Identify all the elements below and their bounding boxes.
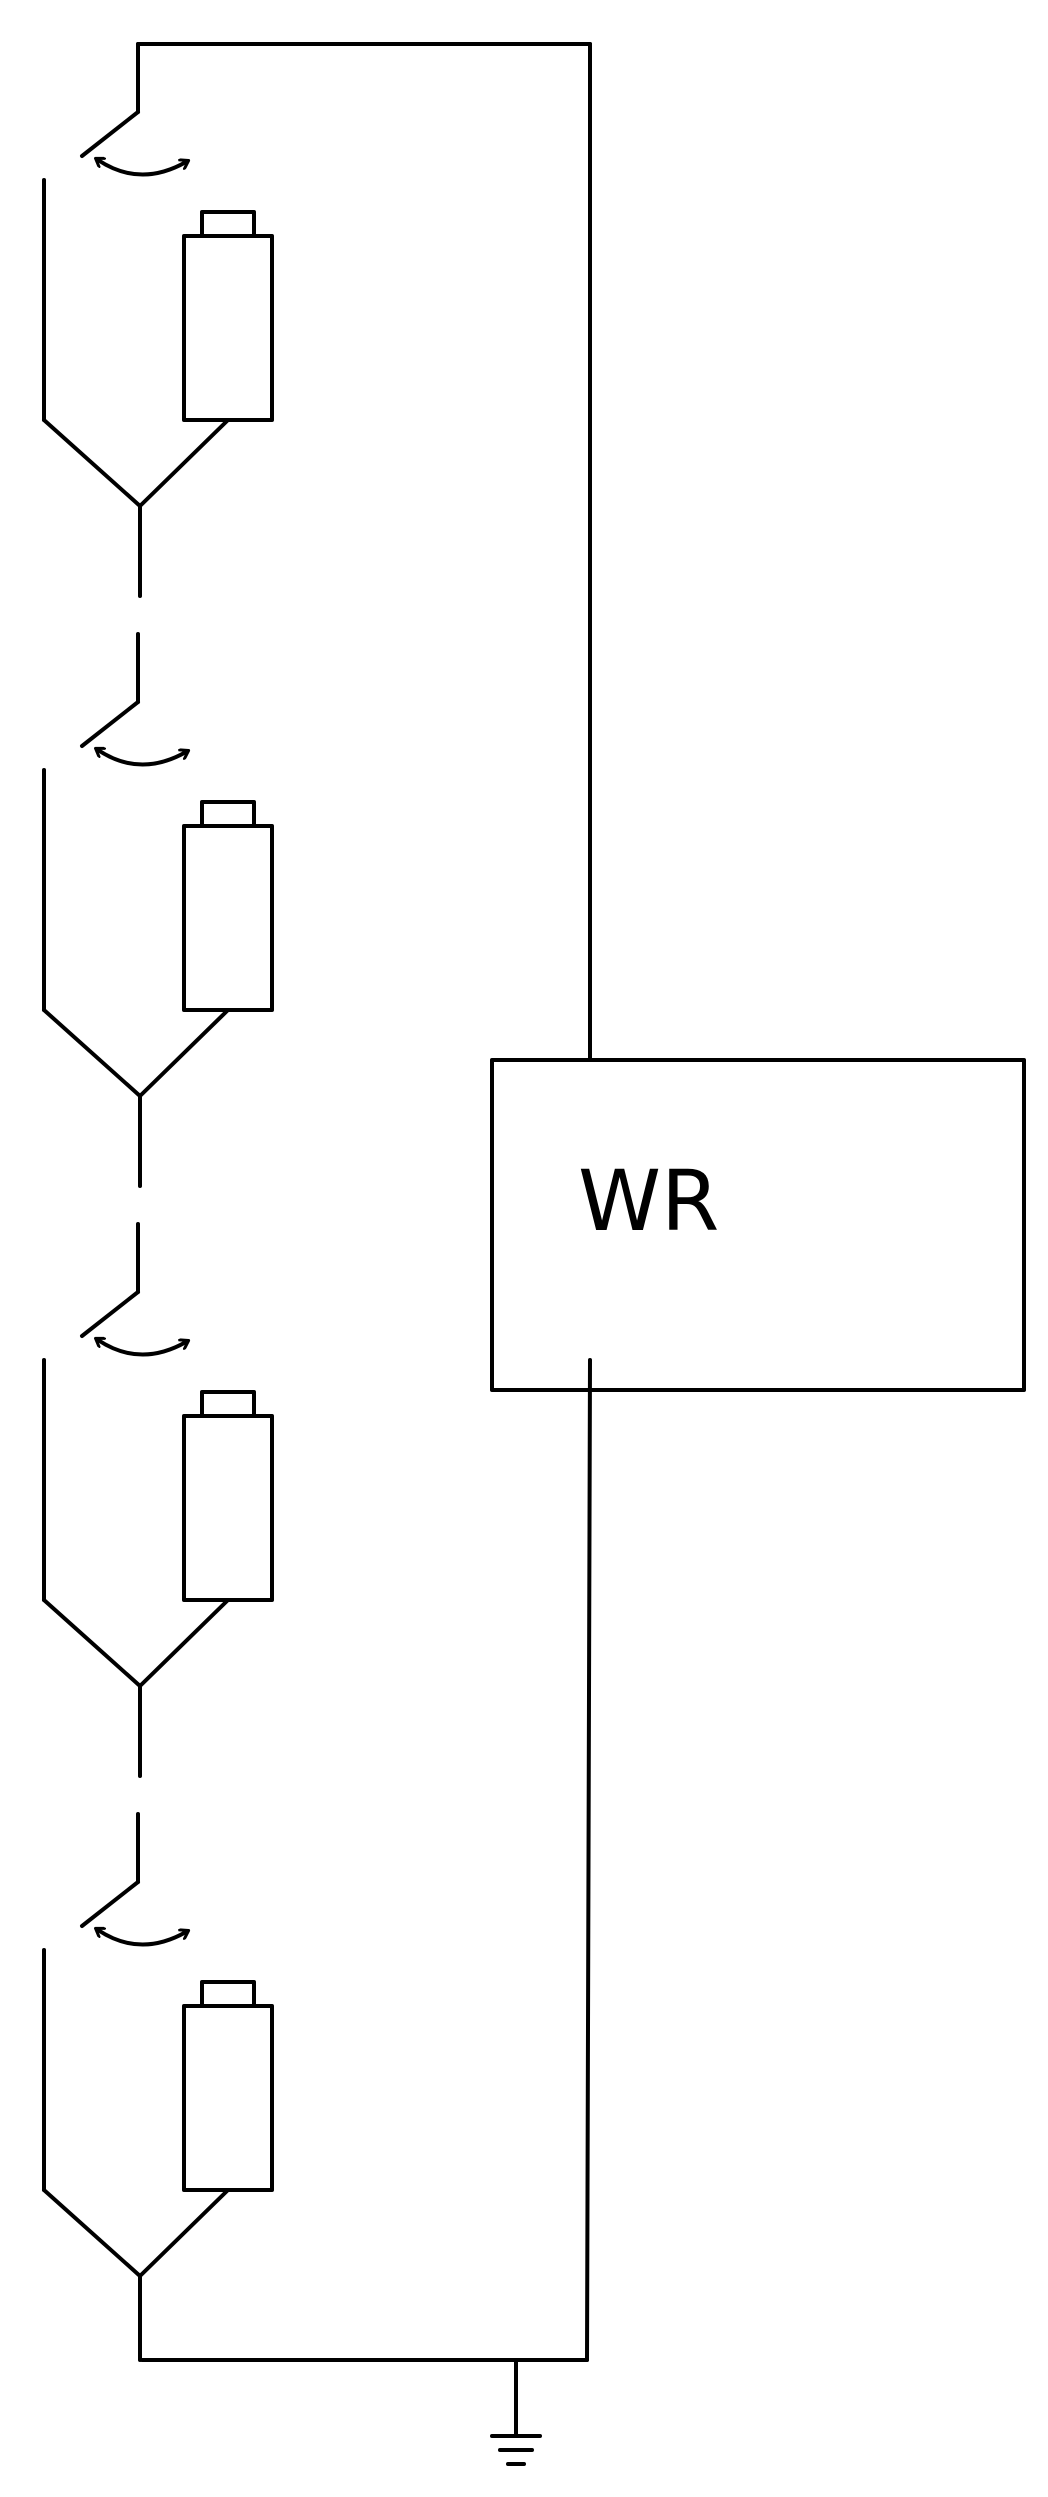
battery-cap: [200, 800, 256, 828]
battery-body: [182, 2004, 274, 2192]
switch-arc-icon: [98, 1930, 186, 1947]
switch-lever: [80, 700, 140, 748]
right-wire-lower: [585, 1358, 592, 2362]
switch-lever: [80, 1880, 140, 1928]
module-right-diag: [138, 2188, 230, 2278]
module-left-diag: [42, 1008, 142, 1098]
pv-module: [42, 632, 274, 1188]
switch-arc-icon: [98, 160, 186, 177]
battery-cap: [200, 1390, 256, 1418]
inverter-label: WR: [578, 1152, 719, 1250]
module-right-diag: [138, 418, 230, 508]
module-right-diag: [138, 1598, 230, 1688]
module-left-diag: [42, 1598, 142, 1688]
module-right-diag: [138, 1008, 230, 1098]
battery-cap: [200, 210, 256, 238]
ground-symbol: [490, 2358, 542, 2466]
battery-body: [182, 1414, 274, 1602]
switch-lever: [80, 110, 140, 158]
switch-arc-icon: [98, 1340, 186, 1357]
battery-body: [182, 234, 274, 422]
switch-arc-icon: [98, 750, 186, 767]
module-left-diag: [42, 418, 142, 508]
pv-module: [42, 1222, 274, 1778]
module-left-diag: [42, 2188, 142, 2278]
pv-module: [42, 1812, 274, 2362]
battery-body: [182, 824, 274, 1012]
inverter-box: WR: [490, 1058, 1026, 1392]
pv-module: [42, 110, 274, 598]
battery-cap: [200, 1980, 256, 2008]
switch-lever: [80, 1290, 140, 1338]
